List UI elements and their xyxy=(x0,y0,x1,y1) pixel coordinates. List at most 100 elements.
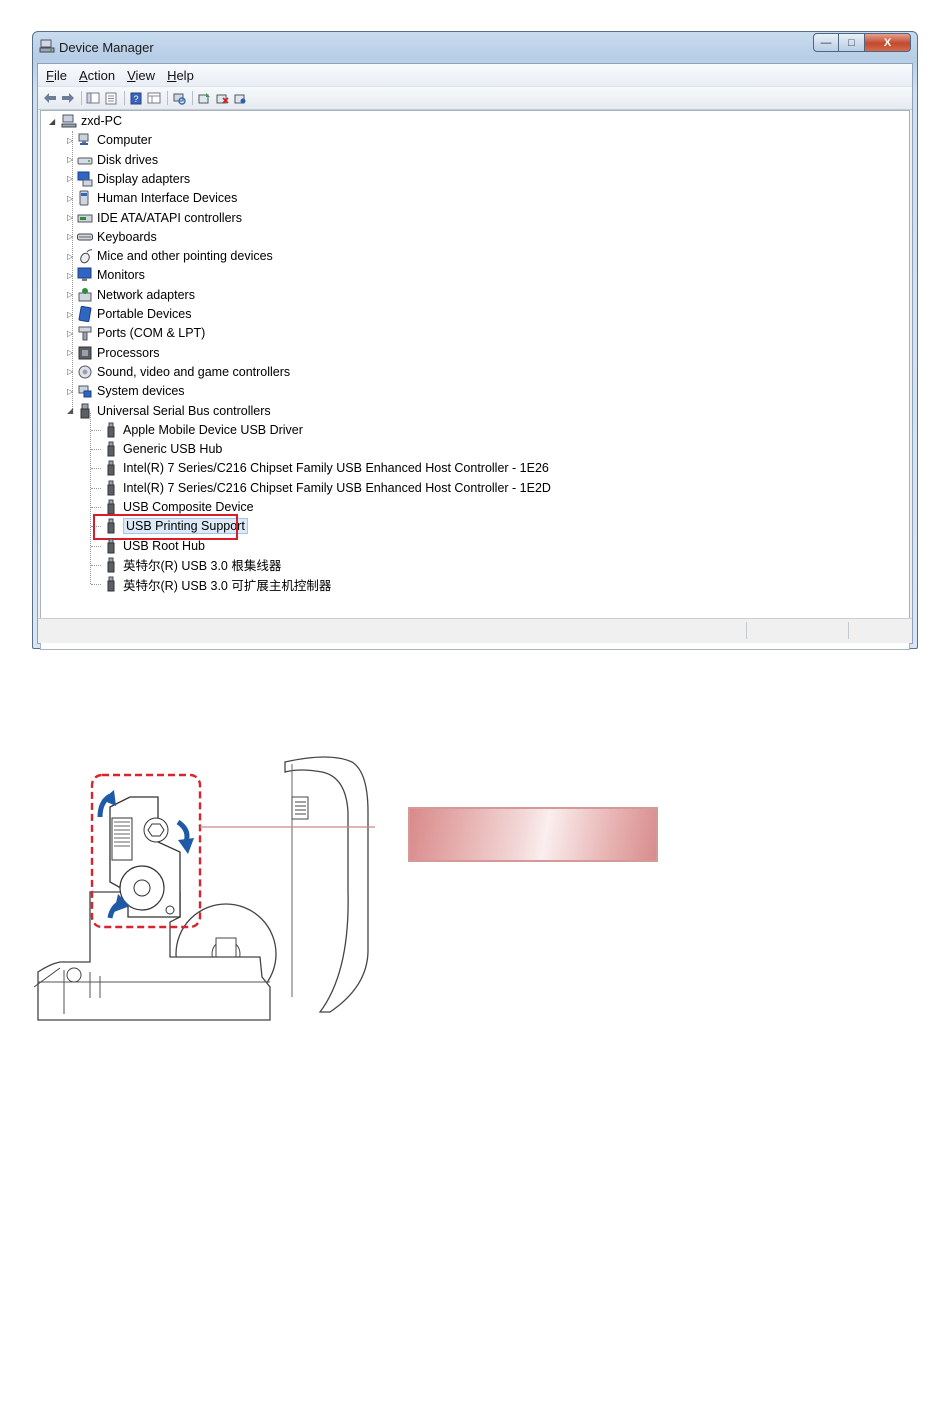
usb-device-label: 英特尔(R) USB 3.0 根集线器 xyxy=(123,559,282,574)
tree-category[interactable]: ▷Monitors xyxy=(67,266,145,284)
expand-arrow-icon[interactable]: ▷ xyxy=(67,328,74,338)
hid-icon xyxy=(79,190,89,206)
collapse-arrow-icon[interactable]: ◢ xyxy=(67,406,74,415)
device-tree[interactable]: ◢ zxd-PC ▷Computer▷Disk drives▷Display a… xyxy=(40,110,910,650)
uninstall-button[interactable] xyxy=(214,91,230,105)
tree-category[interactable]: ▷Sound, video and game controllers xyxy=(67,363,290,381)
tree-category[interactable]: ▷ System devices xyxy=(67,382,185,400)
scan-hardware-button[interactable] xyxy=(171,91,187,105)
menu-bar: File Action View Help xyxy=(38,64,912,86)
expand-arrow-icon[interactable]: ▷ xyxy=(67,367,74,377)
menu-help[interactable]: Help xyxy=(167,67,194,83)
expand-arrow-icon[interactable]: ▷ xyxy=(67,232,74,242)
disk-drive-icon xyxy=(77,157,93,165)
svg-text:?: ? xyxy=(133,94,138,104)
back-arrow-icon xyxy=(44,93,56,103)
tree-branch-line xyxy=(91,584,101,586)
expand-arrow-icon[interactable]: ▷ xyxy=(67,251,74,261)
expand-arrow-icon[interactable]: ▷ xyxy=(67,213,74,222)
selection-highlight-box xyxy=(93,514,238,541)
usb-device-label: USB Printing Support xyxy=(123,518,248,535)
usb-icon xyxy=(80,403,90,418)
tree-category[interactable]: ▷ Display adapters xyxy=(67,170,190,188)
usb-device-icon xyxy=(107,441,115,457)
toolbar-separator xyxy=(167,91,168,105)
view-button[interactable] xyxy=(146,91,162,105)
tree-category[interactable]: ▷ Computer xyxy=(67,131,152,149)
usb-device-icon xyxy=(107,538,115,554)
help-button[interactable]: ? xyxy=(128,91,144,105)
usb-device-icon xyxy=(107,499,115,515)
tree-category[interactable]: ◢Universal Serial Bus controllers xyxy=(67,402,271,420)
status-cell xyxy=(746,622,747,639)
expand-arrow-icon[interactable]: ▷ xyxy=(67,155,74,165)
title-bar[interactable]: Device Manager — □ X xyxy=(33,32,917,62)
window-client-area: File Action View Help ? xyxy=(37,63,913,650)
device-manager-app-icon xyxy=(39,39,55,53)
usb-device-icon xyxy=(107,422,115,438)
usb-device-item[interactable]: Intel(R) 7 Series/C216 Chipset Family US… xyxy=(103,459,549,477)
usb-device-item[interactable]: Generic USB Hub xyxy=(103,440,222,458)
tree-category-label: System devices xyxy=(97,384,185,399)
usb-device-item[interactable]: USB Root Hub xyxy=(103,537,205,555)
status-bar xyxy=(38,618,912,643)
usb-device-label: Intel(R) 7 Series/C216 Chipset Family US… xyxy=(123,461,549,476)
menu-action[interactable]: Action xyxy=(78,67,116,83)
usb-device-icon xyxy=(107,576,115,592)
minimize-button[interactable]: — xyxy=(813,33,839,52)
tree-category[interactable]: ▷ IDE ATA/ATAPI controllers xyxy=(67,209,242,227)
usb-device-item[interactable]: 英特尔(R) USB 3.0 根集线器 xyxy=(103,556,281,574)
expand-arrow-icon[interactable]: ▷ xyxy=(67,348,74,358)
disable-button[interactable] xyxy=(232,91,248,105)
tree-category[interactable]: ▷Ports (COM & LPT) xyxy=(67,324,205,342)
show-hide-tree-button[interactable] xyxy=(85,91,101,105)
tree-category[interactable]: ▷ Processors xyxy=(67,344,160,362)
tree-category[interactable]: ▷ Portable Devices xyxy=(67,305,192,323)
toolbar-separator xyxy=(81,91,82,105)
update-driver-button[interactable] xyxy=(196,91,212,105)
expand-arrow-icon[interactable]: ▷ xyxy=(67,193,74,203)
toolbar: ? xyxy=(38,86,912,110)
expand-arrow-icon[interactable]: ▷ xyxy=(67,174,74,184)
expand-arrow-icon[interactable]: ▷ xyxy=(67,386,74,396)
expand-arrow-icon[interactable]: ▷ xyxy=(67,309,74,319)
menu-view[interactable]: View xyxy=(127,67,156,83)
tree-category-label: IDE ATA/ATAPI controllers xyxy=(97,210,242,225)
properties-button[interactable] xyxy=(103,91,119,105)
tree-category-label: Human Interface Devices xyxy=(97,191,238,206)
tree-category-label: Display adapters xyxy=(97,171,191,186)
usb-device-label: 英特尔(R) USB 3.0 可扩展主机控制器 xyxy=(123,578,332,593)
caption-buttons: — □ X xyxy=(813,33,911,53)
display-adapter-icon xyxy=(77,171,93,187)
tree-category-label: Processors xyxy=(97,345,160,360)
collapse-arrow-icon[interactable]: ◢ xyxy=(49,116,56,126)
tree-category[interactable]: ▷Mice and other pointing devices xyxy=(67,247,273,265)
computer-icon xyxy=(61,114,77,128)
expand-arrow-icon[interactable]: ▷ xyxy=(67,270,74,280)
usb-device-item[interactable]: Apple Mobile Device USB Driver xyxy=(103,421,303,439)
usb-device-item[interactable]: Intel(R) 7 Series/C216 Chipset Family US… xyxy=(103,479,551,497)
expand-arrow-icon[interactable]: ▷ xyxy=(67,290,74,300)
expand-arrow-icon[interactable]: ▷ xyxy=(67,135,74,145)
usb-device-item[interactable]: 英特尔(R) USB 3.0 可扩展主机控制器 xyxy=(103,575,331,593)
maximize-button[interactable]: □ xyxy=(839,33,865,52)
usb-printing-support-item[interactable]: USB Printing Support xyxy=(103,517,248,535)
tree-category-label: Keyboards xyxy=(97,229,157,244)
tree-category-label: Computer xyxy=(97,133,152,148)
disable-icon xyxy=(234,94,246,103)
forward-button[interactable] xyxy=(60,91,76,105)
back-button[interactable] xyxy=(42,91,58,105)
mouse-icon xyxy=(80,249,93,264)
close-button[interactable]: X xyxy=(865,33,911,52)
tree-category-label: Portable Devices xyxy=(97,307,192,321)
usb-device-item[interactable]: USB Composite Device xyxy=(103,498,254,516)
tree-category[interactable]: ▷ Keyboards xyxy=(67,228,157,246)
tree-branch-line xyxy=(91,545,101,547)
menu-file[interactable]: File xyxy=(46,67,67,83)
properties-icon xyxy=(105,92,117,104)
ide-controller-icon xyxy=(77,214,93,222)
tree-category[interactable]: ▷Disk drives xyxy=(67,151,158,169)
tree-category[interactable]: ▷Network adapters xyxy=(67,286,195,304)
tree-category[interactable]: ▷ Human Interface Devices xyxy=(67,189,237,207)
tree-root[interactable]: ◢ zxd-PC xyxy=(49,112,122,130)
